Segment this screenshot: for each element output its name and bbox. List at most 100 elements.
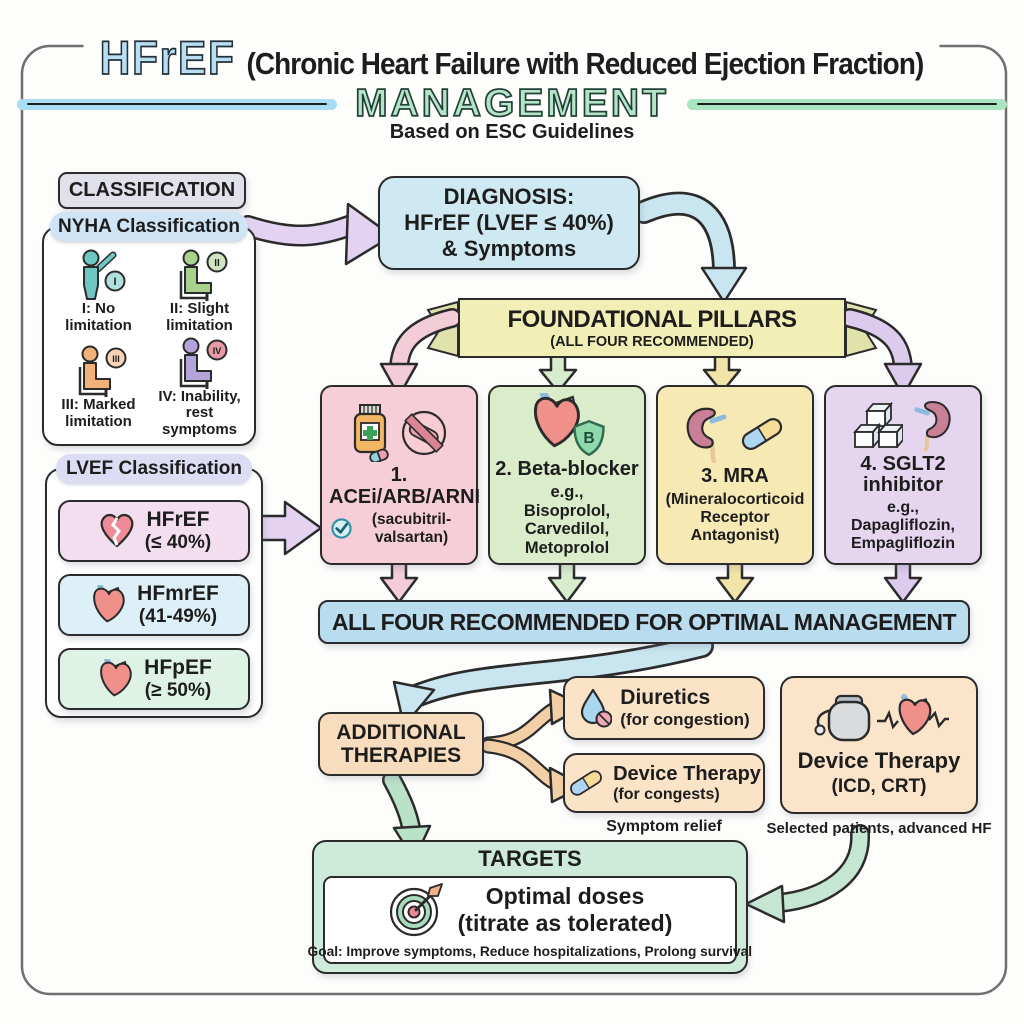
- diuretics-box: Diuretics (for congestion): [563, 676, 765, 740]
- kidney-icon: [914, 400, 951, 452]
- capsule-icon: [570, 770, 602, 796]
- heart-icon: [100, 659, 132, 697]
- device-small-title: Device Therapy: [613, 762, 761, 785]
- targets-dose1: Optimal doses: [485, 883, 645, 910]
- heart-ecg-icon: [877, 694, 949, 736]
- nyha-class-2: II II: Slight limitation: [149, 248, 250, 336]
- svg-text:B: B: [583, 430, 594, 447]
- diuretics-note: (for congestion): [620, 710, 750, 729]
- kidney-icon: [686, 408, 727, 464]
- diagnosis-line1: DIAGNOSIS:: [443, 184, 575, 210]
- svg-text:I: I: [113, 276, 116, 288]
- water-drop-icon: [581, 688, 613, 728]
- nyha-label: limitation: [65, 412, 132, 430]
- nyha-grid: I I: No limitation II II: Slight limitat…: [48, 248, 250, 440]
- lvef-range: (≥ 50%): [144, 680, 212, 701]
- banner-title: FOUNDATIONAL PILLARS: [507, 306, 797, 333]
- arrow-classification-to-diagnosis: [237, 202, 394, 266]
- lvef-row-hfmref: HFmrEF (41-49%): [58, 574, 250, 636]
- shield-b-icon: B: [573, 420, 605, 456]
- nyha-label: limitation: [65, 316, 132, 334]
- nyha-label: I: No: [81, 300, 116, 317]
- target-icon: [389, 882, 443, 936]
- pillar3-note: (Mineralocorticoid Receptor Antagonist): [665, 490, 805, 544]
- medicine-bottle-icon: [353, 404, 389, 463]
- underline-blue: [17, 98, 338, 110]
- management-row: MANAGEMENT: [0, 81, 1024, 126]
- heart-icon: [93, 585, 125, 623]
- diuretics-title: Diuretics: [620, 686, 711, 709]
- lvef-range: (≤ 40%): [144, 532, 212, 553]
- person-sitting-icon: II: [179, 249, 227, 301]
- lvef-name: HFmrEF: [137, 582, 219, 605]
- nyha-label: limitation: [166, 316, 233, 334]
- additional-line2: THERAPIES: [340, 744, 462, 767]
- svg-text:III: III: [112, 354, 120, 364]
- symptom-relief-label: Symptom relief: [606, 818, 722, 835]
- pillar2-name: 2. Beta-blocker: [495, 457, 639, 480]
- person-standing-icon: I: [82, 249, 125, 300]
- device-subtitle: (ICD, CRT): [831, 776, 927, 797]
- capsule-icon: [741, 418, 783, 451]
- lvef-name: HFpEF: [144, 656, 212, 679]
- additional-line1: ADDITIONAL: [336, 720, 466, 744]
- targets-dose2: (titrate as tolerated): [457, 909, 673, 936]
- broken-heart-icon: [100, 513, 134, 548]
- heart-icon: [533, 393, 580, 448]
- nyha-header: NYHA Classification: [50, 212, 248, 241]
- nyha-label: rest symptoms: [161, 404, 238, 439]
- banner-subtitle: (ALL FOUR RECOMMENDED): [550, 334, 754, 350]
- pillars-banner: FOUNDATIONAL PILLARS (ALL FOUR RECOMMEND…: [458, 298, 846, 358]
- lvef-range: (41-49%): [138, 606, 218, 627]
- nyha-class-3: III III: Marked limitation: [48, 336, 149, 440]
- diagnosis-line3: & Symptoms: [441, 235, 577, 261]
- lvef-name: HFrEF: [146, 508, 210, 531]
- pillar4-name: 4. SGLT2 inhibitor: [860, 452, 946, 497]
- nyha-class-4: IV IV: Inability, rest symptoms: [149, 336, 250, 440]
- targets-title: TARGETS: [478, 846, 582, 871]
- pillar2-note: e.g., Bisoprolol, Carvedilol, Metoprolol: [523, 483, 611, 557]
- title-acronym: HFrEF: [99, 30, 237, 85]
- arrow-device-to-targets: [744, 824, 871, 924]
- nyha-label: III: Marked: [61, 396, 136, 413]
- targets-inner: Optimal doses (titrate as tolerated) Goa…: [308, 876, 752, 964]
- pillar-beta-blocker: B 2. Beta-blocker e.g., Bisoprolol, Carv…: [488, 385, 646, 565]
- sugar-cubes-icon: [853, 401, 903, 448]
- underline-green: [686, 98, 1007, 110]
- pacemaker-icon: [814, 694, 871, 742]
- arrow-banner-to-pillar4: [840, 308, 923, 398]
- title-row: HFrEF (Chronic Heart Failure with Reduce…: [0, 26, 1024, 89]
- pillar3-name: 3. MRA: [701, 465, 769, 488]
- title-management: MANAGEMENT: [354, 81, 669, 126]
- classification-label: CLASSIFICATION: [58, 172, 246, 209]
- pillar-acei-arb-arni: 1. ACEi/ARB/ARNI (sacubitril-valsartan): [320, 385, 481, 565]
- arrow-diagnosis-to-banner: [632, 191, 748, 304]
- diagnosis-line2: HFrEF (LVEF ≤ 40%): [404, 210, 614, 236]
- targets-box: TARGETS Optimal doses (titrate as tolera…: [308, 840, 752, 974]
- check-circle-icon: [330, 518, 352, 539]
- pillar1-note: (sacubitril-valsartan): [371, 511, 452, 546]
- pillar4-note: e.g., Dapagliflozin, Empagliflozin: [851, 498, 955, 552]
- device-therapy-box: Device Therapy (ICD, CRT): [780, 676, 978, 814]
- recommendation-bar: ALL FOUR RECOMMENDED FOR OPTIMAL MANAGEM…: [318, 600, 970, 644]
- svg-text:II: II: [214, 258, 220, 269]
- nyha-class-1: I I: No limitation: [48, 248, 149, 336]
- person-sitting-icon: IV: [179, 337, 227, 389]
- arrow-bar-to-additional: [392, 634, 714, 728]
- lvef-row-hfpef: HFpEF (≥ 50%): [58, 648, 250, 710]
- nyha-label: IV: Inability,: [158, 387, 241, 405]
- device-title: Device Therapy: [797, 748, 961, 773]
- arrow-banner-to-pillar1: [379, 308, 462, 398]
- title-basis: Based on ESC Guidelines: [389, 121, 635, 143]
- targets-goal: Goal: Improve symptoms, Reduce hospitali…: [307, 942, 753, 959]
- device-note: Selected patients, advanced HF: [766, 820, 992, 837]
- device-small-note: (for congests): [613, 785, 720, 803]
- no-pill-icon: [401, 410, 447, 456]
- pillar-sglt2: 4. SGLT2 inhibitor e.g., Dapagliflozin, …: [824, 385, 982, 565]
- pillar-mra: 3. MRA (Mineralocorticoid Receptor Antag…: [656, 385, 814, 565]
- lvef-header: LVEF Classification: [56, 454, 252, 483]
- lvef-row-hfref: HFrEF (≤ 40%): [58, 500, 250, 562]
- pillar1-name: 1. ACEi/ARB/ARNI: [329, 464, 481, 508]
